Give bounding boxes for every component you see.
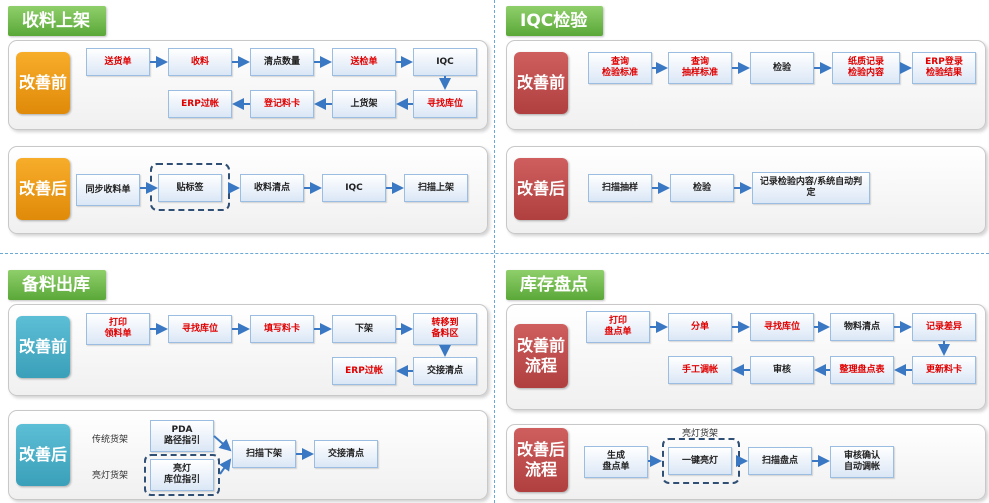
step-register-card: 登记料卡: [250, 90, 314, 118]
step-receive: 收料: [168, 48, 232, 76]
step-paper-record: 纸质记录 检验内容: [832, 52, 900, 84]
step-iqc-after: IQC: [322, 174, 386, 202]
step-handover-count: 交接清点: [413, 357, 477, 385]
section-title-picking: 备料出库: [8, 270, 106, 300]
step-query-inspection-std: 查询 检验标准: [588, 52, 652, 84]
step-labeling: 贴标签: [158, 174, 222, 202]
step-erp-posting: ERP过帐: [168, 90, 232, 118]
section-title-inventory: 库存盘点: [506, 270, 604, 300]
step-unshelve: 下架: [332, 315, 396, 343]
step-count-qty: 清点数量: [250, 48, 314, 76]
label-light-shelf-count: 亮灯货架: [682, 429, 719, 439]
step-scan-shelve: 扫描上架: [404, 174, 468, 202]
step-handover-count-after: 交接清点: [314, 440, 378, 468]
picking-before-tag: 改善前: [16, 316, 70, 378]
label-light-shelf: 亮灯货架: [92, 471, 129, 481]
iqc-before-panel: [506, 40, 986, 130]
vertical-divider: [494, 0, 495, 503]
receiving-before-tag: 改善前: [16, 52, 70, 114]
inventory-after-tag: 改善后 流程: [514, 428, 568, 492]
step-query-sampling-std: 查询 抽样标准: [668, 52, 732, 84]
step-scan-unshelve: 扫描下架: [232, 440, 296, 468]
step-organize-count-table: 整理盘点表: [830, 356, 894, 384]
step-one-click-light: 一键亮灯: [668, 447, 732, 475]
horizontal-divider: [0, 253, 989, 254]
step-manual-adjust: 手工调帐: [668, 356, 732, 384]
step-find-location: 寻找库位: [413, 90, 477, 118]
step-inspect: 检验: [750, 52, 814, 84]
step-iqc: IQC: [413, 48, 477, 76]
iqc-before-tag: 改善前: [514, 52, 568, 114]
step-print-count-sheet: 打印 盘点单: [586, 311, 650, 343]
step-material-count: 物料清点: [830, 313, 894, 341]
step-record-difference: 记录差异: [912, 313, 976, 341]
step-scan-sampling: 扫描抽样: [588, 174, 652, 202]
step-inspect-after: 检验: [670, 174, 734, 202]
step-update-card: 更新料卡: [912, 356, 976, 384]
step-sync-receipt: 同步收料单: [76, 174, 140, 206]
iqc-after-tag: 改善后: [514, 158, 568, 220]
step-find-location-pick: 寻找库位: [168, 315, 232, 343]
step-find-location-count: 寻找库位: [750, 313, 814, 341]
step-shelving: 上货架: [332, 90, 396, 118]
step-erp-login-result: ERP登录 检验结果: [912, 52, 976, 84]
step-review: 审核: [750, 356, 814, 384]
step-pda-path-guide: PDA 路径指引: [150, 420, 214, 452]
step-print-picklist: 打印 领料单: [86, 313, 150, 345]
step-record-auto-judge: 记录检验内容/系统自动判定: [752, 172, 870, 204]
highlight-light-guide: [144, 454, 220, 496]
step-inspection-note: 送检单: [332, 48, 396, 76]
step-count-receive: 收料清点: [240, 174, 304, 202]
picking-after-tag: 改善后: [16, 424, 70, 486]
inventory-before-tag: 改善前 流程: [514, 324, 568, 388]
section-title-receiving: 收料上架: [8, 6, 106, 36]
step-delivery-note: 送货单: [86, 48, 150, 76]
section-title-iqc: IQC检验: [506, 6, 604, 36]
step-review-auto-adjust: 审核确认 自动调帐: [830, 446, 894, 478]
step-move-to-staging: 转移到 备料区: [413, 313, 477, 345]
step-split-sheet: 分单: [668, 313, 732, 341]
label-traditional-shelf: 传统货架: [92, 435, 129, 445]
step-generate-count-sheet: 生成 盘点单: [584, 446, 648, 478]
step-scan-count: 扫描盘点: [748, 447, 812, 475]
step-erp-posting-pick: ERP过帐: [332, 357, 396, 385]
step-fill-card: 填写料卡: [250, 315, 314, 343]
step-light-location-guide: 亮灯 库位指引: [150, 459, 214, 491]
receiving-after-tag: 改善后: [16, 158, 70, 220]
